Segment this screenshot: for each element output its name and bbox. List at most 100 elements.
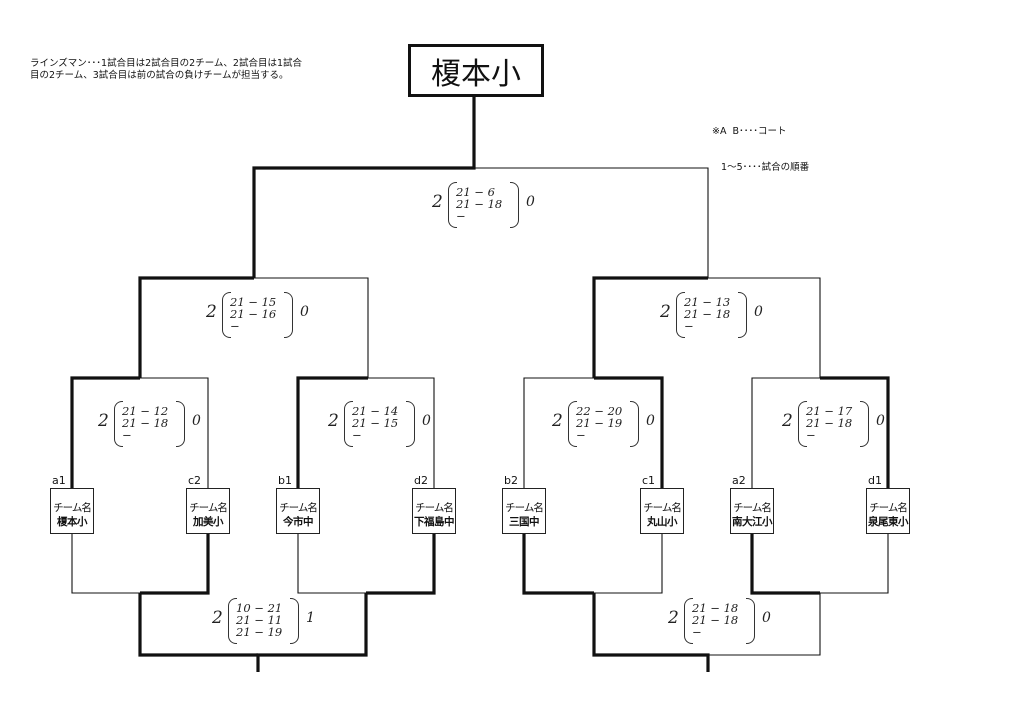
game-scores: 21 − 12 21 − 18 − (122, 404, 169, 442)
team-box-c1: チーム名丸山小 (640, 488, 684, 534)
bottom-left-join-a (138, 593, 258, 657)
team-box-d1: チーム名泉尾東小 (866, 488, 910, 534)
game-scores: 21 − 15 21 − 16 − (230, 295, 277, 333)
champion-box: 榎本小 (408, 44, 544, 97)
bottom-b1 (297, 534, 366, 594)
team-label: チーム名 (415, 502, 454, 514)
bottom-b2 (522, 534, 594, 595)
game-scores: 22 − 20 21 − 19 − (576, 404, 623, 442)
semi-right-line-b (708, 277, 821, 378)
team-name: 丸山小 (647, 516, 678, 528)
bottom-right-join-a (592, 593, 710, 672)
champion-name: 榎本小 (431, 56, 521, 92)
sets-won-right: 0 (754, 304, 763, 320)
score-bracket-open (684, 598, 693, 644)
sets-won-right: 0 (526, 194, 535, 210)
score-bracket-close (406, 401, 415, 447)
score-bracket-close (284, 292, 293, 338)
sets-won-right: 1 (306, 610, 315, 626)
semi-right-line-a (592, 276, 708, 378)
r1-top-b2 (523, 377, 594, 488)
team-box-a1: チーム名榎本小 (50, 488, 94, 534)
score-bracket-close (860, 401, 869, 447)
legend-match-order: 1～5････試合の順番 (712, 162, 810, 173)
r1-top-d1 (820, 376, 890, 488)
score-bracket-open (798, 401, 807, 447)
team-name: 下福島中 (414, 516, 455, 528)
game-scores: 21 − 6 21 − 18 − (456, 185, 503, 223)
sets-won-left: 2 (552, 411, 563, 431)
linesman-rule-note: ラインズマン･･･1試合目は2試合目の2チーム、2試合目は1試合 目の2チーム、… (30, 58, 302, 81)
game-scores: 21 − 14 21 − 15 − (352, 404, 399, 442)
sets-won-right: 0 (192, 413, 201, 429)
score-bracket-close (746, 598, 755, 644)
sets-won-right: 0 (300, 304, 309, 320)
sets-won-left: 2 (98, 411, 109, 431)
bottom-a1 (71, 534, 140, 594)
bottom-a2 (750, 534, 820, 595)
bottom-c2 (140, 534, 210, 595)
sets-won-left: 2 (782, 411, 793, 431)
r1-top-a2 (751, 377, 820, 488)
team-label: チーム名 (279, 502, 318, 514)
team-slot-label: d1 (868, 474, 882, 487)
team-name: 加美小 (193, 516, 224, 528)
team-box-b1: チーム名今市中 (276, 488, 320, 534)
score-bracket-open (114, 401, 123, 447)
score-bracket-close (738, 292, 747, 338)
score-bracket-open (676, 292, 685, 338)
bottom-left-join-b (256, 593, 368, 672)
sets-won-left: 2 (668, 608, 679, 628)
sets-won-left: 2 (206, 302, 217, 322)
final-line-left (252, 97, 476, 278)
sets-won-right: 0 (876, 413, 885, 429)
r1-top-b1 (296, 376, 368, 488)
sets-won-right: 0 (422, 413, 431, 429)
semi-left-line-b (254, 277, 369, 378)
team-name: 南大江小 (732, 516, 773, 528)
sets-won-left: 2 (432, 192, 443, 212)
semi-left-line-a (138, 276, 254, 378)
team-box-b2: チーム名三国中 (502, 488, 546, 534)
r1-top-d2 (368, 377, 435, 488)
team-label: チーム名 (53, 502, 92, 514)
sets-won-left: 2 (660, 302, 671, 322)
team-slot-label: c2 (188, 474, 202, 487)
game-scores: 21 − 17 21 − 18 − (806, 404, 853, 442)
team-label: チーム名 (733, 502, 772, 514)
sets-won-right: 0 (762, 610, 771, 626)
legend-court: ※A B････コート (712, 126, 787, 137)
score-bracket-open (222, 292, 231, 338)
team-name: 榎本小 (57, 516, 88, 528)
score-bracket-close (510, 182, 519, 228)
team-name: 泉尾東小 (868, 516, 909, 528)
team-slot-label: d2 (414, 474, 428, 487)
bottom-d2 (366, 534, 436, 595)
score-bracket-close (630, 401, 639, 447)
sets-won-left: 2 (212, 608, 223, 628)
team-label: チーム名 (643, 502, 682, 514)
bottom-right-join-b (708, 593, 821, 656)
team-slot-label: b2 (504, 474, 518, 487)
r1-top-c1 (594, 376, 664, 488)
score-bracket-open (344, 401, 353, 447)
r1-top-a1 (70, 376, 140, 488)
r1-top-c2 (140, 377, 209, 488)
team-label: チーム名 (189, 502, 228, 514)
team-slot-label: c1 (642, 474, 656, 487)
game-scores: 10 − 21 21 − 11 21 − 19 (236, 601, 283, 639)
team-label: チーム名 (505, 502, 544, 514)
team-slot-label: a1 (52, 474, 66, 487)
team-label: チーム名 (869, 502, 908, 514)
score-bracket-open (568, 401, 577, 447)
team-box-a2: チーム名南大江小 (730, 488, 774, 534)
bottom-c1 (594, 534, 663, 594)
bottom-d1 (820, 534, 889, 594)
score-bracket-close (290, 598, 299, 644)
legend: ※A B････コート 1～5････試合の順番 (712, 102, 809, 186)
final-line-right (474, 167, 709, 278)
team-name: 今市中 (283, 516, 314, 528)
team-slot-label: a2 (732, 474, 746, 487)
sets-won-right: 0 (646, 413, 655, 429)
